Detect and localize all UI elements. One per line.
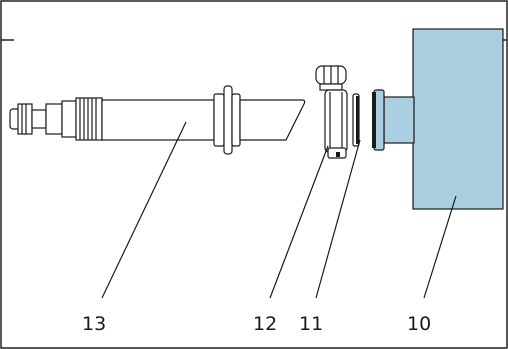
- vessel-body: [412, 28, 504, 210]
- clamp: [315, 65, 348, 159]
- leader-lines: [101, 121, 457, 299]
- callout-12: 12: [253, 313, 277, 335]
- seal-ring: [352, 93, 360, 147]
- callout-13: 13: [82, 313, 106, 335]
- vessel-nozzle: [383, 96, 415, 144]
- callout-11: 11: [299, 313, 323, 335]
- callout-10: 10: [407, 313, 431, 335]
- process-vessel: [372, 28, 504, 210]
- sensor-probe: [9, 85, 306, 155]
